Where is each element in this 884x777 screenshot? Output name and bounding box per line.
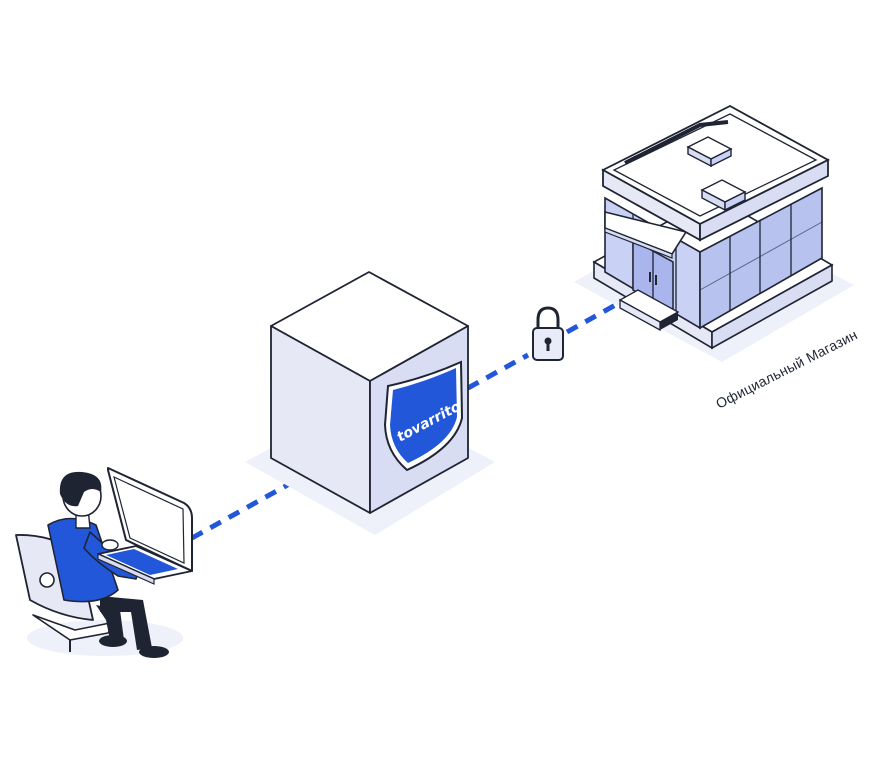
connection-proxy-to-store xyxy=(466,295,630,391)
user-at-laptop xyxy=(15,467,193,658)
padlock-icon xyxy=(532,306,564,361)
shield-icon: tovarrito xyxy=(383,360,464,472)
proxy-box: tovarrito xyxy=(245,271,495,535)
store-steps xyxy=(618,289,680,332)
roof-unit xyxy=(686,136,733,168)
laptop xyxy=(97,467,193,585)
store-building xyxy=(574,104,854,362)
roof-unit xyxy=(700,179,747,212)
store-awning xyxy=(604,210,688,259)
